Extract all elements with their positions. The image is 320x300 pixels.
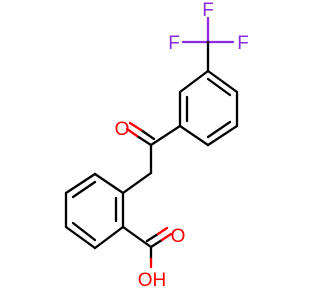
carboxyl-double-bond-black	[149, 238, 164, 249]
ring-bond	[178, 124, 210, 147]
ring-inner-double-bond	[71, 221, 97, 242]
carboxylic-acid-group	[121, 225, 173, 269]
carboxyl-double-bond-red	[160, 232, 173, 242]
ring-bond	[93, 225, 125, 250]
ring-carboxyl-bond	[121, 225, 153, 249]
ring-inner-double-bond	[206, 120, 232, 139]
carbonyl-double-bond-red-inner	[128, 121, 143, 132]
hydroxyl-label: OH	[138, 270, 167, 291]
ring-bond	[206, 124, 239, 147]
ring-bond	[64, 225, 97, 250]
aryl-carbonyl-bond	[149, 124, 182, 147]
carbonyl-double-bond-red	[125, 127, 139, 138]
carbonyl-double-bond-black-inner	[139, 128, 156, 141]
trifluoromethyl-phenyl-ring	[178, 69, 239, 147]
ketone-oxygen-label: O	[115, 119, 130, 140]
ring-bond	[178, 69, 210, 94]
chemical-structure: F F F O O OH	[64, 0, 249, 291]
fluorine-label-top: F	[202, 0, 214, 21]
fluorine-label-left: F	[168, 33, 180, 54]
ring-inner-double-bond	[206, 77, 232, 97]
ring-bond	[64, 172, 97, 195]
carboxyl-double-bond-black-inner	[145, 232, 160, 243]
fluorine-label-right: F	[237, 33, 249, 54]
benzoic-acid-ring	[64, 172, 125, 250]
methylene-ring-bond	[121, 171, 153, 195]
ketone-linker	[121, 121, 182, 195]
ring-bond	[206, 69, 239, 94]
carbonyl-double-bond-black	[135, 134, 153, 147]
ring-bond	[93, 172, 125, 195]
trifluoromethyl-group	[181, 16, 235, 73]
ring-inner-double-bond	[71, 180, 97, 199]
carboxyl-double-bond-red-inner	[156, 226, 169, 236]
atom-labels: F F F O O OH	[115, 0, 249, 291]
acid-oxygen-label: O	[171, 226, 186, 247]
